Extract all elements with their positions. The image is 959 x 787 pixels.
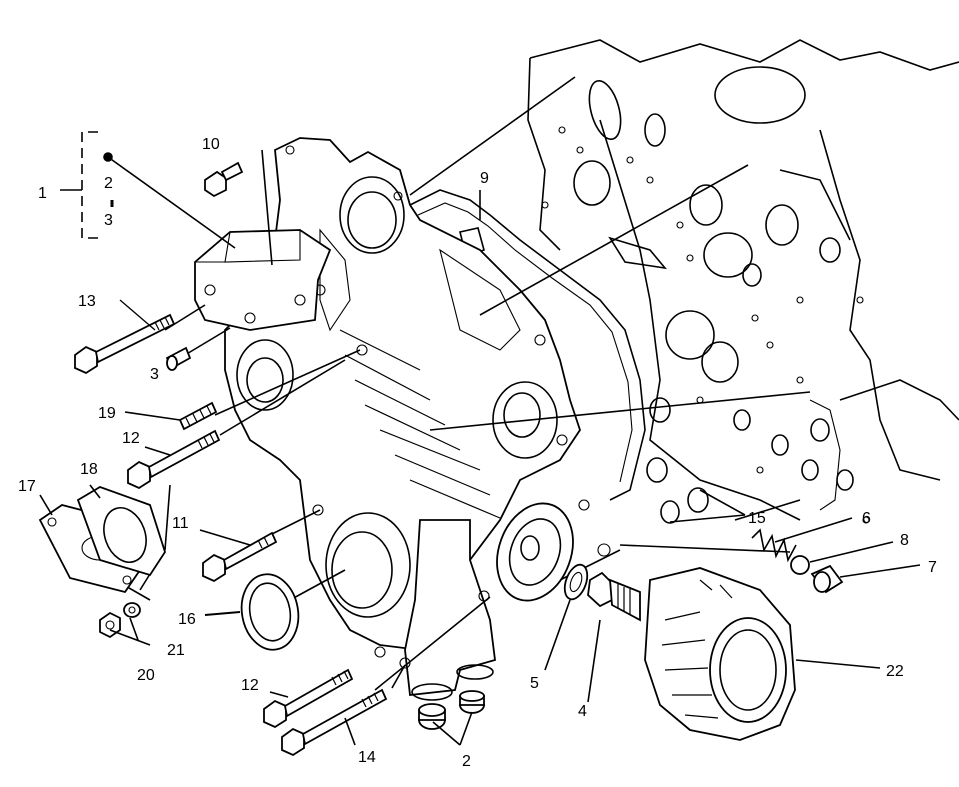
callout-labels: 1 2 3 10 9 13 3 19 12 18 17 11 16 21 20 … [18,136,937,770]
bracket-1 [60,131,114,239]
callout-2-bottom: 2 [462,753,471,770]
engine-block [527,39,959,524]
stud-19 [178,401,218,431]
seal-16 [240,573,300,651]
bolt-11 [202,531,278,583]
callout-18: 18 [80,461,98,478]
washer-5 [563,563,589,601]
callout-20: 20 [137,667,155,684]
callout-22: 22 [886,663,904,680]
bolt-12-lower [263,668,354,729]
callout-4: 4 [578,703,587,720]
label-leaders [39,299,921,746]
plug-7 [810,564,844,594]
callout-11: 11 [172,515,189,532]
caps-2 [418,690,485,730]
callout-19: 19 [98,405,116,422]
spring-6 [751,528,797,563]
callout-16: 16 [178,611,196,628]
callout-7: 7 [928,559,937,576]
callout-1: 1 [38,185,47,202]
callout-6: 6 [862,510,871,527]
plug-3 [165,346,192,371]
callout-8: 8 [900,532,909,549]
callout-9: 9 [480,170,489,187]
bolt-13 [74,313,176,375]
callout-13: 13 [78,293,96,310]
bolt-14 [281,688,388,757]
bolt-10 [204,161,244,198]
washer-21 [123,602,141,618]
filter-mount [496,499,611,602]
nut-20 [99,611,121,639]
pump-housing [194,229,332,331]
callout-14: 14 [358,749,376,766]
callout-21: 21 [167,642,185,659]
o-rings-15 [646,457,709,524]
callout-5: 5 [530,675,539,692]
callout-12-lower: 12 [241,677,259,694]
bolt-12-upper [127,429,221,490]
callout-15: 15 [748,510,766,527]
callout-10: 10 [202,136,220,153]
callout-3: 3 [150,366,159,383]
callout-2-bracket: 2 [104,175,113,192]
callout-17: 17 [18,478,36,495]
gasket-18 [76,486,166,577]
nipple-4 [587,571,641,622]
callout-3-bracket: 3 [104,212,113,229]
callout-12-upper: 12 [122,430,140,447]
ball-8 [790,555,810,575]
oil-filter-22 [644,567,796,741]
